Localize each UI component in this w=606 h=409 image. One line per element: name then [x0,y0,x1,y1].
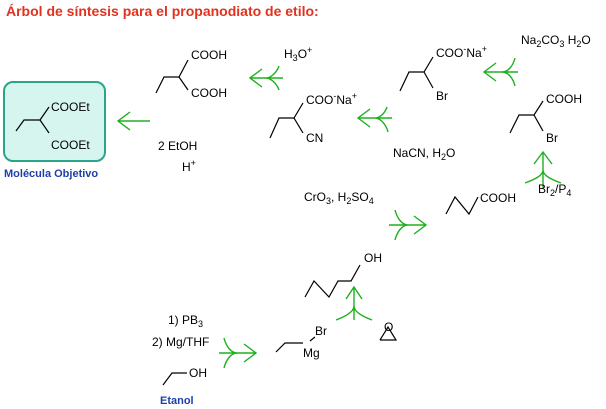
butanoic-acid-group: COOH [480,191,516,205]
bromo-salt-group-top: COO-Na+ [436,44,487,60]
diacid-group-bottom: COOH [191,86,227,100]
bromo-acid-group-bottom: Br [546,131,558,145]
cyano-chain-lower [293,117,304,134]
step2-reagent: 2) Mg/THF [152,335,209,349]
ethanol-chain [162,372,187,386]
grignard-metal: Mg [303,346,320,360]
hydrolysis-reagent: H3O+ [284,45,312,63]
grignard-bromine: Br [315,324,327,338]
epoxide-oxygen: O [384,320,393,334]
cyano-salt-group-top: COO-Na+ [306,91,357,107]
cyano-chain-upper [269,102,304,139]
bromo-salt-group-bottom: Br [436,89,448,103]
neutralization-arrow [482,57,518,87]
target-molecule: COOEt COOEt [3,81,106,162]
butanol-molecule: OH [304,251,382,299]
bromo-acid-chain-upper [509,100,544,134]
target-highlight-box [3,81,106,162]
start-caption: Etanol [160,395,194,407]
target-group-bottom: COOEt [51,138,90,152]
hydrolysis-arrow [248,65,283,91]
step1-reagent: 1) PB3 [168,313,203,329]
bromo-salt-molecule: COO-Na+ Br [399,44,487,103]
bromo-acid-chain-lower [533,114,544,132]
epoxide-ring [379,325,398,341]
diagram-title: Árbol de síntesis para el propanodiato d… [6,3,319,19]
butanoic-acid-molecule: COOH [445,191,516,216]
esterification-reagent-2: H+ [182,158,196,174]
cyanation-reagent: NaCN, H2O [393,146,455,162]
esterification-arrow [116,111,150,131]
bromination-reagent: Br2/P4 [538,182,571,198]
bromo-acid-group-top: COOH [546,92,582,106]
ethanol-molecule: OH [162,366,207,386]
diacid-chain-upper [155,59,189,94]
target-chain-lower [39,119,50,134]
oxidation-reagent: CrO3, H2SO4 [304,190,374,206]
butanol-chain [304,264,361,299]
oxidation-arrow [389,209,428,241]
bromo-acid-molecule: COOH Br [509,92,582,145]
epoxide-molecule: O [379,320,398,341]
butanol-group: OH [364,251,382,265]
grignard-chain [275,342,303,353]
target-chain-upper [15,106,50,132]
diacid-group-top: COOH [191,48,227,62]
cyano-salt-group-bottom: CN [306,131,323,145]
epoxide-opening-arrow [335,285,373,321]
diacid-chain-lower [178,76,189,91]
bromination-arrow [524,150,562,188]
cyanation-arrow [356,106,392,133]
butanoic-chain [445,195,479,216]
grignard-molecule: Br Mg [275,324,327,360]
bromo-salt-chain-lower [423,71,434,89]
grignard-mg-br-bond [309,336,316,342]
grignard-formation-arrow [219,337,258,369]
bromo-salt-chain-upper [399,56,434,92]
esterification-reagent-1: 2 EtOH [158,139,197,153]
target-caption: Molécula Objetivo [4,168,98,180]
ethanol-group: OH [189,366,207,380]
cyano-salt-molecule: COO-Na+ CN [269,91,357,145]
diacid-molecule: COOH COOH [155,48,227,100]
neutralization-reagent: Na2CO3 H2O [521,33,591,49]
target-group-top: COOEt [51,100,90,114]
